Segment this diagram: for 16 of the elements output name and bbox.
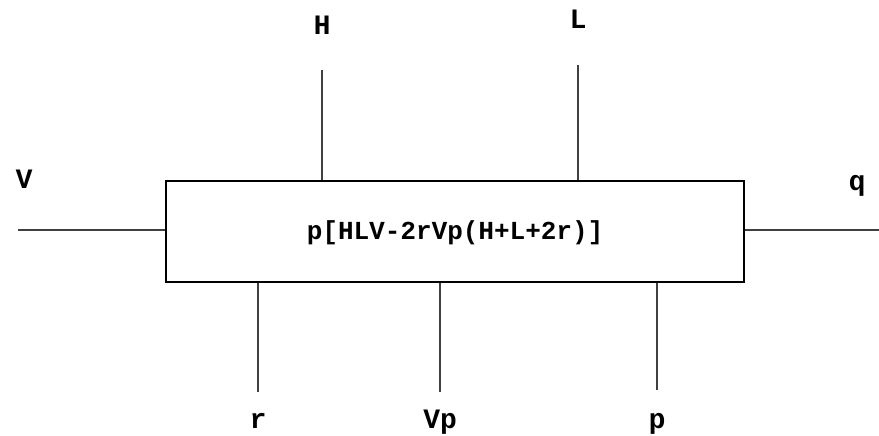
connector-line	[439, 283, 441, 392]
formula-text: p[HLV-2rVp(H+L+2r)]	[306, 218, 604, 244]
variable-label: H	[314, 14, 330, 42]
connector-line	[18, 229, 165, 231]
variable-label: q	[848, 170, 866, 198]
variable-label: Vp	[423, 408, 457, 436]
variable-label: r	[250, 408, 266, 436]
connector-line	[656, 283, 658, 390]
connector-line	[745, 229, 879, 231]
variable-label: V	[16, 168, 32, 196]
function-box	[165, 180, 745, 283]
connector-line	[577, 65, 579, 180]
connector-line	[257, 283, 259, 392]
variable-label: p	[648, 408, 666, 436]
variable-label: L	[570, 8, 586, 36]
connector-line	[321, 70, 323, 180]
